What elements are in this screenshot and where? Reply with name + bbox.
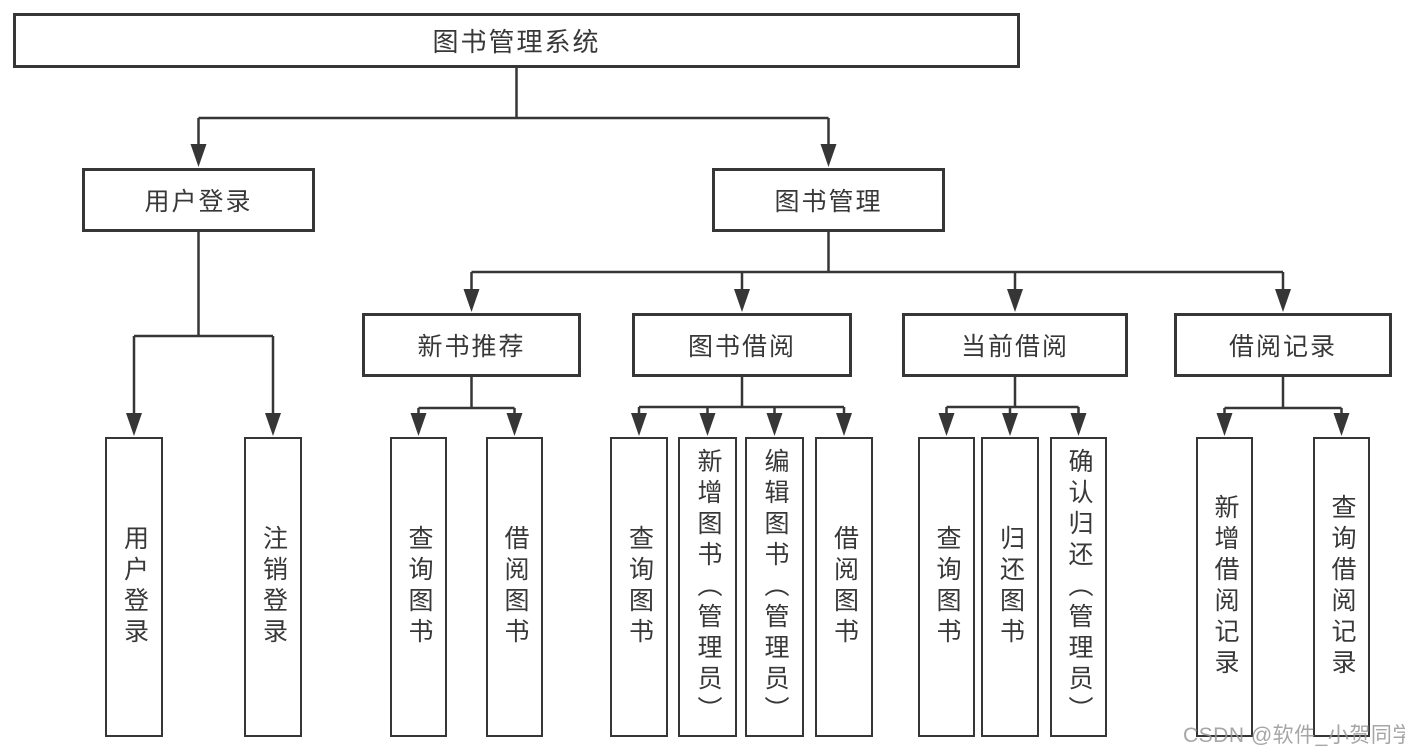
csdn-watermark: CSDN @软件_小贺同学 bbox=[1183, 724, 1405, 747]
leaf-query-books-2: 查询图书 bbox=[610, 437, 668, 737]
arrowhead bbox=[190, 144, 207, 167]
leaf-edit-book-admin-label: 编辑图书（管理员） bbox=[761, 447, 789, 727]
arrowhead bbox=[1275, 289, 1291, 312]
leaf-query-borrow-record: 查询借阅记录 bbox=[1313, 437, 1370, 737]
leaf-borrow-books-1-label: 借阅图书 bbox=[501, 525, 529, 649]
arrowhead bbox=[820, 144, 837, 167]
arrowhead bbox=[1002, 413, 1018, 436]
connector-new-book bbox=[417, 377, 516, 418]
arrowhead bbox=[1007, 289, 1023, 312]
arrowhead bbox=[1216, 413, 1233, 436]
leaf-logout-label: 注销登录 bbox=[259, 525, 288, 649]
leaf-logout: 注销登录 bbox=[244, 437, 302, 737]
leaf-query-books-2-label: 查询图书 bbox=[625, 525, 654, 649]
node-root-label: 图书管理系统 bbox=[432, 27, 601, 57]
arrowhead bbox=[836, 413, 852, 436]
leaf-query-books-3-label: 查询图书 bbox=[933, 525, 961, 649]
arrowhead bbox=[463, 289, 480, 312]
leaf-query-borrow-record-label: 查询借阅记录 bbox=[1328, 494, 1356, 680]
arrowhead bbox=[734, 289, 750, 312]
arrowhead bbox=[766, 413, 783, 436]
arrowhead bbox=[699, 413, 716, 436]
leaf-query-books-1: 查询图书 bbox=[390, 437, 447, 737]
leaf-borrow-books-2-label: 借阅图书 bbox=[830, 525, 859, 649]
leaf-query-books-1-label: 查询图书 bbox=[405, 525, 433, 649]
node-book-borrow-label: 图书借阅 bbox=[687, 333, 796, 361]
leaf-borrow-books-1: 借阅图书 bbox=[486, 437, 543, 737]
arrowhead bbox=[506, 413, 523, 436]
node-borrow-records: 借阅记录 bbox=[1174, 313, 1392, 377]
connector-book-borrow bbox=[637, 377, 846, 418]
connector-current-borrow bbox=[945, 377, 1080, 418]
leaf-return-book: 归还图书 bbox=[981, 437, 1039, 737]
arrowhead bbox=[1333, 413, 1350, 436]
connector-root bbox=[197, 68, 830, 146]
leaf-user-login: 用户登录 bbox=[105, 437, 163, 737]
leaf-add-borrow-record-label: 新增借阅记录 bbox=[1211, 494, 1239, 680]
connector-book-management bbox=[470, 232, 1285, 293]
leaf-query-books-3: 查询图书 bbox=[918, 437, 975, 737]
leaf-borrow-books-2: 借阅图书 bbox=[815, 437, 873, 737]
node-new-book-recommend-label: 新书推荐 bbox=[417, 333, 526, 361]
node-current-borrow-label: 当前借阅 bbox=[960, 333, 1069, 361]
connector-borrow-records bbox=[1223, 377, 1343, 418]
node-borrow-records-label: 借阅记录 bbox=[1228, 333, 1337, 361]
leaf-return-book-label: 归还图书 bbox=[996, 525, 1025, 649]
node-user-login-label: 用户登录 bbox=[144, 188, 253, 216]
node-root: 图书管理系统 bbox=[13, 13, 1020, 68]
arrowhead bbox=[410, 413, 427, 436]
leaf-confirm-return-admin: 确认归还（管理员） bbox=[1050, 437, 1107, 737]
node-book-borrow: 图书借阅 bbox=[632, 313, 852, 377]
arrowhead bbox=[1070, 413, 1087, 436]
node-book-management: 图书管理 bbox=[712, 168, 945, 232]
connector-user-login bbox=[132, 232, 275, 418]
arrowhead bbox=[126, 413, 142, 436]
node-new-book-recommend: 新书推荐 bbox=[362, 313, 581, 377]
arrowhead bbox=[631, 413, 647, 436]
leaf-add-book-admin: 新增图书（管理员） bbox=[678, 437, 737, 737]
leaf-confirm-return-admin-label: 确认归还（管理员） bbox=[1065, 447, 1093, 727]
leaf-user-login-label: 用户登录 bbox=[120, 525, 149, 649]
leaf-add-book-admin-label: 新增图书（管理员） bbox=[694, 447, 722, 727]
arrowhead bbox=[265, 413, 281, 436]
node-current-borrow: 当前借阅 bbox=[902, 313, 1128, 377]
node-book-management-label: 图书管理 bbox=[774, 188, 883, 216]
node-user-login: 用户登录 bbox=[82, 168, 315, 232]
leaf-edit-book-admin: 编辑图书（管理员） bbox=[745, 437, 804, 737]
leaf-add-borrow-record: 新增借阅记录 bbox=[1196, 437, 1253, 737]
arrowhead bbox=[938, 413, 955, 436]
